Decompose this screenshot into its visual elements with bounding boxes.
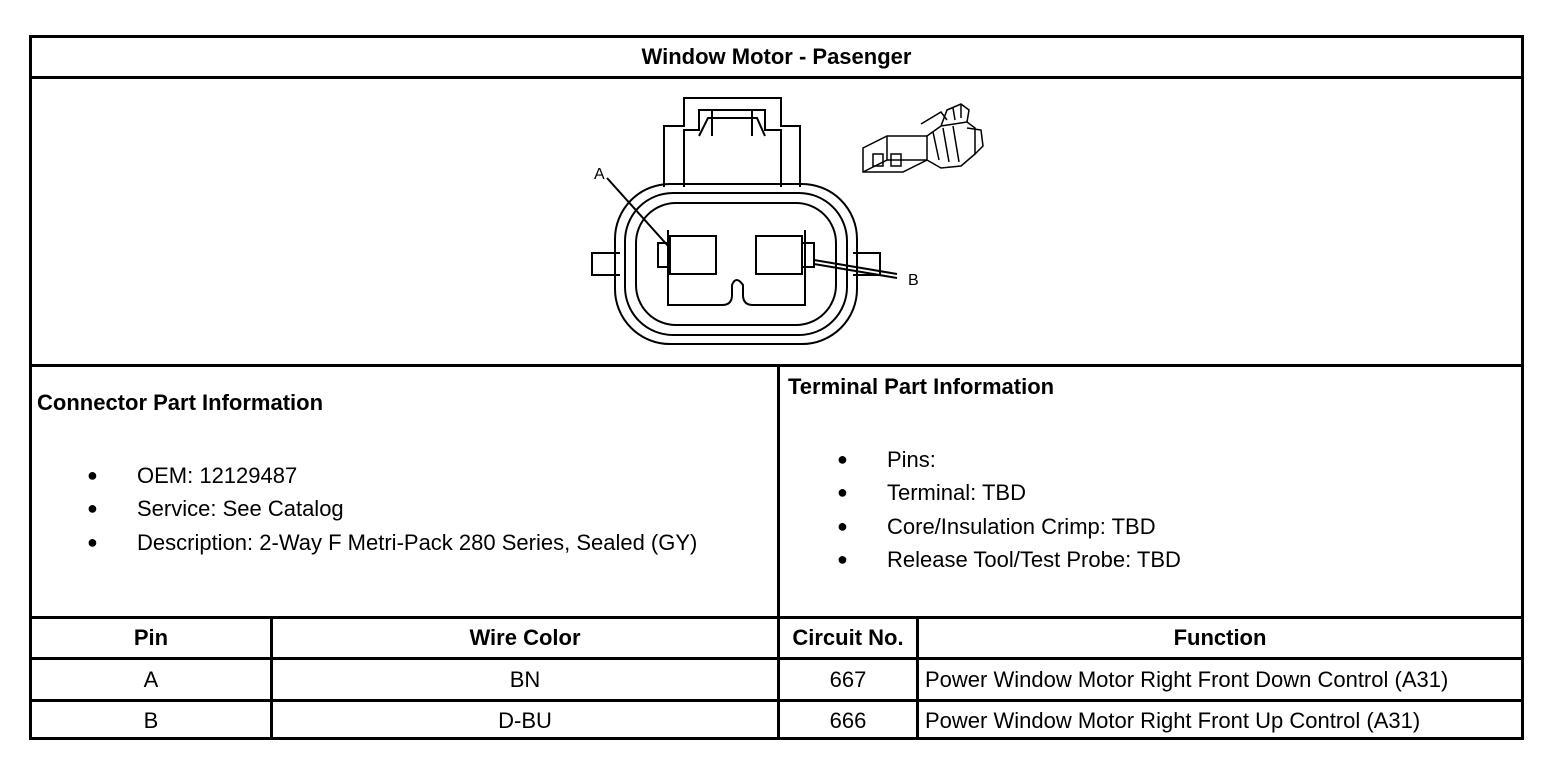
cell-pin: A (143, 666, 159, 692)
cell-pin: B (143, 708, 159, 733)
divider-diagram (29, 364, 1524, 367)
bullet-icon: ● (87, 465, 98, 485)
connector-face-drawing: A B (591, 97, 984, 345)
list-item: ●Terminal: TBD (837, 476, 1181, 509)
divider-col-1 (270, 616, 273, 740)
list-item: ●Core/Insulation Crimp: TBD (837, 510, 1181, 543)
cell-circuit-no: 666 (829, 708, 867, 733)
bullet-icon: ● (837, 548, 848, 569)
bullet-icon: ● (837, 482, 848, 503)
cell-function: Power Window Motor Right Front Up Contro… (925, 708, 1421, 733)
terminal-info-heading: Terminal Part Information (788, 374, 1055, 399)
divider-col-3 (916, 616, 919, 740)
divider-row (29, 699, 1524, 702)
divider-table-top (29, 616, 1524, 619)
bullet-icon: ● (837, 449, 848, 469)
pin-b-label: B (908, 272, 919, 289)
bullet-icon: ● (87, 498, 98, 519)
table-header-circuit-no: Circuit No. (792, 625, 904, 650)
divider-header (29, 657, 1524, 660)
page-title: Window Motor - Pasenger (641, 44, 912, 69)
list-item: ●Service: See Catalog (87, 492, 697, 525)
table-header-function: Function (1173, 625, 1267, 650)
list-item: ●Release Tool/Test Probe: TBD (837, 543, 1181, 576)
list-item: ●Pins: (837, 443, 1181, 476)
connector-info-list: ●OEM: 12129487 ●Service: See Catalog ●De… (87, 459, 697, 559)
bullet-icon: ● (837, 515, 848, 536)
terminal-info-list: ●Pins: ●Terminal: TBD ●Core/Insulation C… (837, 443, 1181, 576)
list-item: ●Description: 2-Way F Metri-Pack 280 Ser… (87, 526, 697, 559)
bullet-icon: ● (87, 531, 98, 552)
divider-info (777, 364, 780, 740)
cell-wire-color: D-BU (498, 708, 552, 733)
table-header-wire-color: Wire Color (469, 625, 581, 650)
connector-diagram: A B (32, 80, 1521, 364)
connector-info-heading: Connector Part Information (37, 390, 324, 415)
document-frame (29, 35, 1524, 740)
divider-title (29, 76, 1524, 79)
cell-function: Power Window Motor Right Front Down Cont… (925, 666, 1449, 692)
cell-wire-color: BN (509, 666, 541, 692)
pin-a-label: A (594, 166, 605, 183)
table-header-pin: Pin (133, 625, 169, 650)
list-item: ●OEM: 12129487 (87, 459, 697, 492)
cell-circuit-no: 667 (829, 666, 867, 692)
